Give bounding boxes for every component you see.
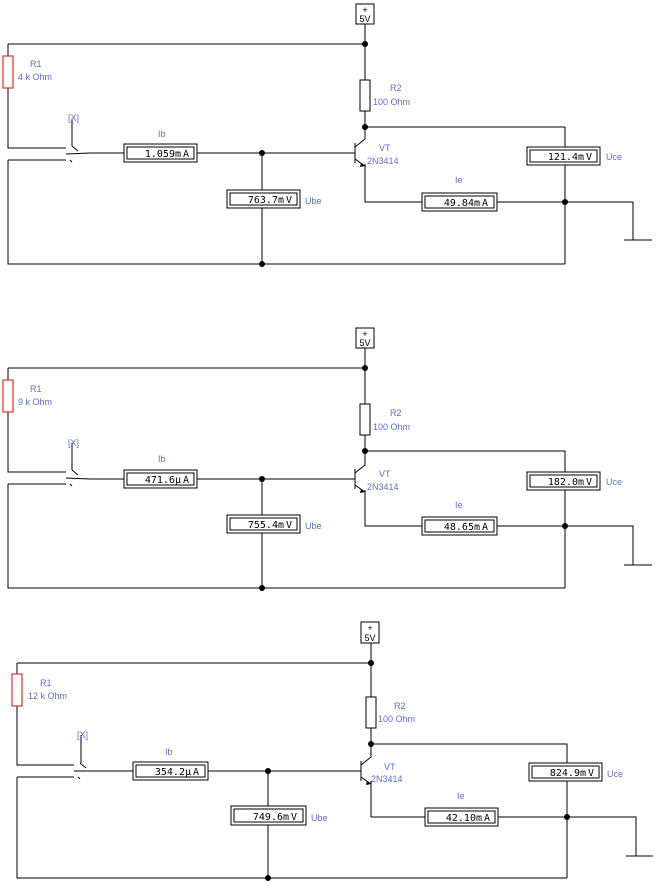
ib-reading: 354.2µ [155, 767, 191, 778]
uce-voltmeter[interactable]: 182.0m V [526, 471, 601, 491]
transistor-model: 2N3414 [367, 156, 399, 166]
ib-ammeter[interactable]: 471.6µ A [123, 469, 198, 489]
r2-value: 100 Ohm [378, 714, 415, 724]
ube-voltmeter[interactable]: 749.6m V [230, 805, 307, 826]
ie-ammeter[interactable]: 42.10m A [424, 807, 499, 827]
r1-name: R1 [30, 384, 42, 394]
ube-unit: V [291, 812, 297, 823]
ube-voltmeter[interactable]: 763.7m V [226, 189, 301, 209]
uce-unit: V [586, 152, 592, 163]
r1-value: 4 k Ohm [18, 72, 52, 82]
ie-label: Ie [455, 500, 463, 510]
transistor-icon[interactable] [353, 744, 372, 785]
ube-label: Ube [311, 813, 328, 823]
ib-label: Ib [158, 129, 166, 139]
r1-name: R1 [30, 59, 42, 69]
ube-voltmeter[interactable]: 755.4m V [226, 514, 301, 534]
ube-label: Ube [305, 196, 322, 206]
ube-reading: 763.7m [248, 195, 284, 206]
source-plus: + [362, 5, 367, 15]
ube-label: Ube [305, 521, 322, 531]
ie-reading: 49.84m [444, 198, 480, 209]
voltage-source-5v: + 5V [355, 3, 375, 25]
ie-reading: 42.10m [446, 813, 482, 824]
switch-key[interactable]: [X] [77, 730, 88, 740]
ib-label: Ib [165, 747, 173, 757]
uce-label: Uce [607, 769, 623, 779]
r2-name: R2 [390, 83, 402, 93]
uce-reading: 182.0m [548, 477, 584, 488]
r2-value: 100 Ohm [373, 97, 410, 107]
source-label: 5V [364, 633, 375, 643]
transistor-icon[interactable] [347, 451, 366, 493]
ib-unit: A [183, 149, 189, 160]
circuit-2: + 5V R1 9 k Ohm R2 100 Ohm [X] VT 2N3414… [2, 327, 652, 591]
r2-name: R2 [390, 408, 402, 418]
transistor-name: VT [384, 762, 396, 772]
r2-name: R2 [394, 701, 406, 711]
ib-label: Ib [158, 454, 166, 464]
voltage-source-5v: + 5V [355, 327, 375, 349]
resistor-r1[interactable] [11, 673, 23, 707]
uce-voltmeter[interactable]: 824.9m V [528, 762, 603, 782]
ie-reading: 48.65m [444, 522, 480, 533]
ube-unit: V [286, 195, 292, 206]
resistor-r1[interactable] [2, 55, 14, 89]
source-plus: + [367, 623, 372, 633]
ib-reading: 471.6µ [145, 475, 181, 486]
resistor-r2[interactable] [359, 79, 371, 112]
uce-voltmeter[interactable]: 121.4m V [526, 146, 601, 166]
uce-reading: 121.4m [548, 152, 584, 163]
ube-reading: 749.6m [253, 812, 289, 823]
uce-label: Uce [606, 477, 622, 487]
transistor-icon[interactable] [347, 127, 366, 167]
circuit-3: + 5V R1 12 k Ohm R2 100 Ohm [X] VT 2N341… [11, 621, 653, 881]
resistor-r2[interactable] [359, 403, 371, 436]
transistor-name: VT [379, 469, 391, 479]
ube-reading: 755.4m [248, 520, 284, 531]
ube-unit: V [286, 520, 292, 531]
uce-unit: V [588, 768, 594, 779]
r2-value: 100 Ohm [373, 422, 410, 432]
ie-ammeter[interactable]: 48.65m A [421, 516, 498, 536]
ie-unit: A [482, 198, 488, 209]
transistor-name: VT [379, 143, 391, 153]
r1-value: 12 k Ohm [28, 691, 67, 701]
transistor-model: 2N3414 [367, 482, 399, 492]
ie-label: Ie [455, 175, 463, 185]
voltage-source-5v: + 5V [360, 621, 380, 644]
uce-label: Uce [606, 152, 622, 162]
ib-ammeter[interactable]: 1.059m A [123, 143, 198, 163]
source-label: 5V [359, 338, 370, 348]
switch-key[interactable]: [X] [68, 438, 79, 448]
r1-name: R1 [40, 678, 52, 688]
transistor-model: 2N3414 [371, 774, 403, 784]
switch-key[interactable]: [X] [68, 113, 79, 123]
resistor-r2[interactable] [365, 696, 377, 729]
ib-unit: A [183, 475, 189, 486]
uce-reading: 824.9m [550, 768, 586, 779]
ib-ammeter[interactable]: 354.2µ A [132, 761, 209, 781]
ie-unit: A [484, 813, 490, 824]
ib-reading: 1.059m [145, 149, 181, 160]
r1-value: 9 k Ohm [18, 397, 52, 407]
uce-unit: V [586, 477, 592, 488]
source-label: 5V [359, 14, 370, 24]
ie-label: Ie [457, 791, 465, 801]
ib-unit: A [193, 767, 199, 778]
ie-ammeter[interactable]: 49.84m A [421, 192, 498, 212]
resistor-r1[interactable] [2, 379, 14, 413]
source-plus: + [362, 329, 367, 339]
circuit-1: + 5V R1 4 k Ohm R2 100 Ohm [X] VT 2N3414… [2, 3, 652, 267]
ie-unit: A [482, 522, 488, 533]
